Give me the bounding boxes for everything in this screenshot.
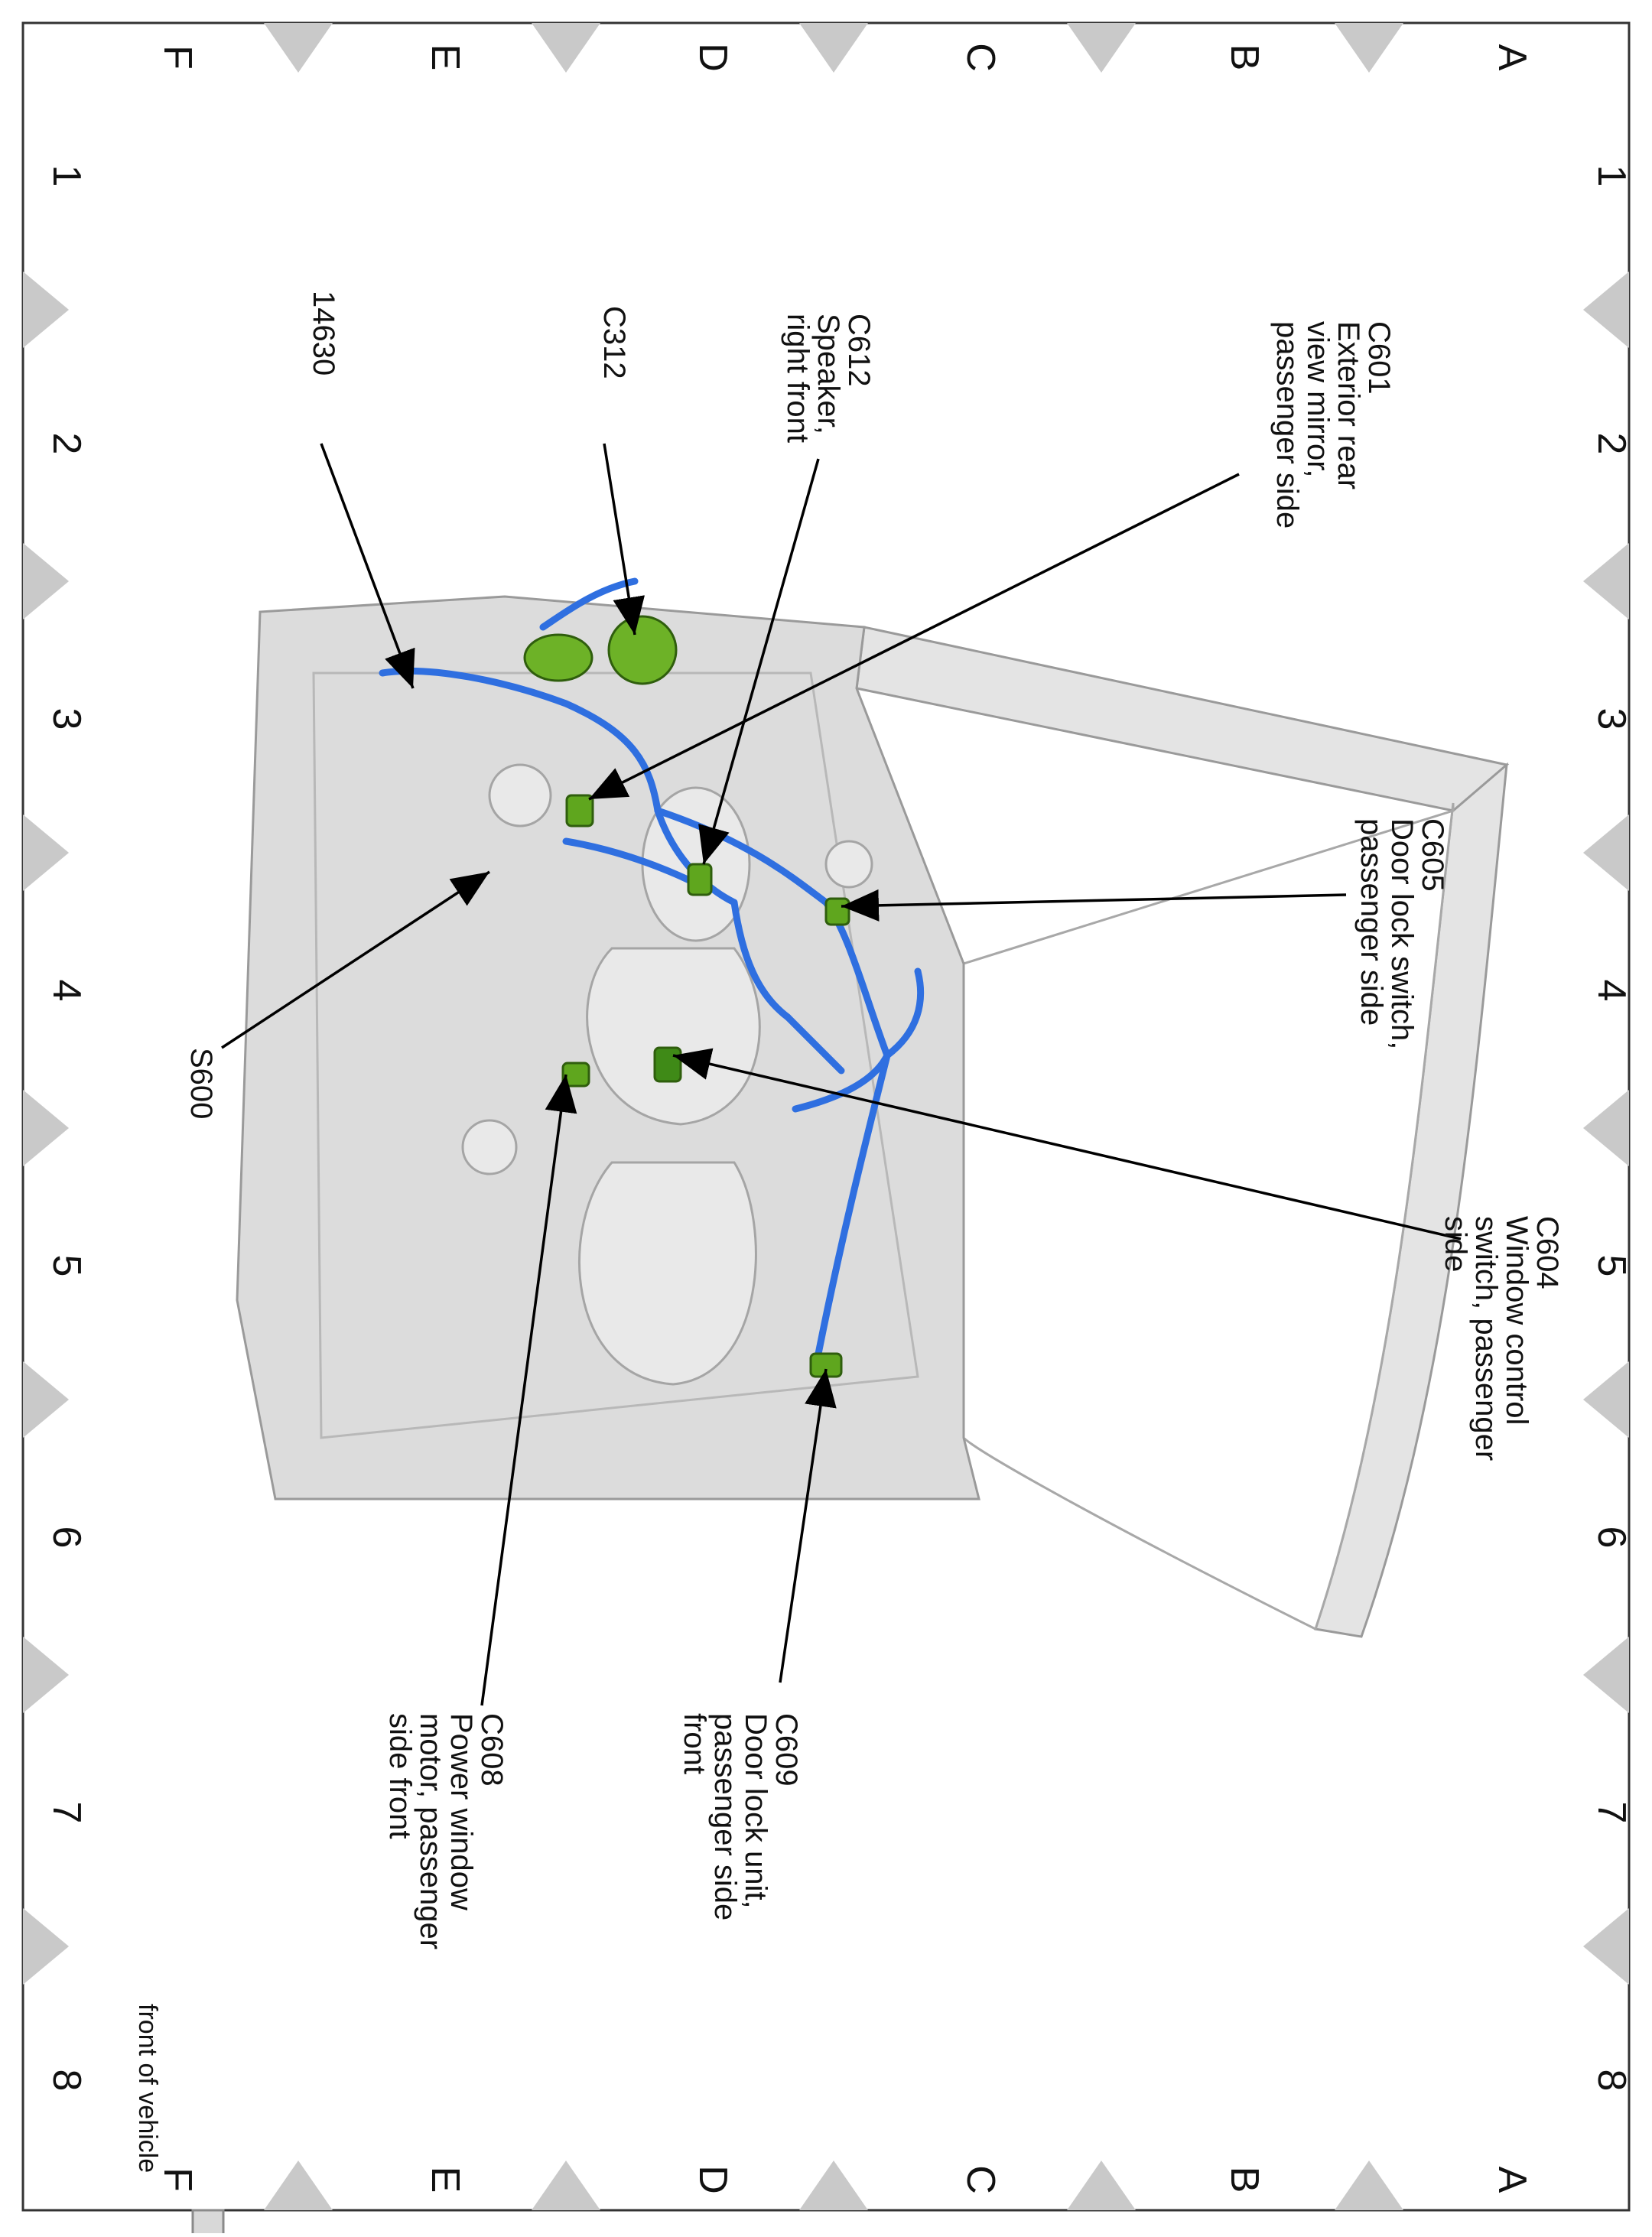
grid-letter-d: D xyxy=(691,43,735,72)
grid-number-6: 6 xyxy=(1589,1527,1634,1549)
callout-c609-line: front xyxy=(678,1713,711,1774)
grid-markers: A A B B C C D D E E F F 1 1 2 2 3 3 4 4 5 5 6 6 7 7 8 8 xyxy=(23,23,1634,2210)
connector-c608 xyxy=(561,1062,590,1088)
grid-number-7: 7 xyxy=(44,1802,89,1824)
grid-marker-triangle xyxy=(264,23,333,73)
grid-marker-triangle xyxy=(1583,1361,1629,1438)
grid-number-1: 1 xyxy=(44,165,89,187)
grid-number-4: 4 xyxy=(1589,980,1634,1002)
grid-marker-triangle xyxy=(799,23,868,73)
grid-letter-f: F xyxy=(155,2167,200,2192)
grid-number-3: 3 xyxy=(1589,708,1634,730)
callout-c604-line: switch, passenger xyxy=(1469,1216,1503,1461)
connector-body xyxy=(523,633,593,682)
grid-marker-triangle xyxy=(1583,814,1629,891)
connector-c605 xyxy=(824,897,850,926)
callout-h14630-line: 14630 xyxy=(307,291,340,376)
grid-number-4: 4 xyxy=(44,980,89,1002)
grid-marker-triangle xyxy=(799,2161,868,2210)
grid-marker-triangle xyxy=(1583,1090,1629,1166)
connector-c604 xyxy=(653,1046,682,1083)
callout-c608-line: motor, passenger xyxy=(414,1713,447,1949)
grid-marker-triangle xyxy=(23,1637,69,1713)
grid-letter-e: E xyxy=(423,44,467,71)
grid-letter-b: B xyxy=(1222,44,1267,71)
grid-letter-e: E xyxy=(423,2167,467,2193)
grid-letter-a: A xyxy=(1490,2167,1534,2193)
grid-letter-c: C xyxy=(958,43,1003,72)
callout-c604-line: Window control xyxy=(1500,1216,1533,1425)
callout-c608-line: side front xyxy=(383,1713,417,1839)
grid-letter-b: B xyxy=(1222,2167,1267,2193)
connector-c312 xyxy=(607,615,678,685)
grid-marker-triangle xyxy=(1335,2161,1403,2210)
callout-c312-line: C312 xyxy=(597,306,631,379)
grid-number-6: 6 xyxy=(44,1527,89,1549)
callout-c612-line: C612 xyxy=(842,314,876,387)
callout-c601-line: C601 xyxy=(1362,321,1396,395)
grid-marker-triangle xyxy=(23,1908,69,1985)
connector-c601 xyxy=(565,794,594,827)
callout-c605-line: passenger side xyxy=(1354,818,1388,1026)
callout-c609-line: Door lock unit, xyxy=(739,1713,772,1909)
grid-marker-triangle xyxy=(23,271,69,348)
grid-number-5: 5 xyxy=(44,1255,89,1277)
grid-marker-triangle xyxy=(1583,1908,1629,1985)
grid-number-8: 8 xyxy=(44,2070,89,2092)
grid-marker-triangle xyxy=(264,2161,333,2210)
front-of-vehicle-arrow xyxy=(191,2209,225,2237)
callout-c604-line: C604 xyxy=(1530,1216,1564,1289)
grid-marker-triangle xyxy=(532,23,600,73)
callout-c601-line: Exterior rear xyxy=(1332,321,1365,489)
grid-marker-triangle xyxy=(23,814,69,891)
grid-marker-triangle xyxy=(1335,23,1403,73)
grid-marker-triangle xyxy=(23,1361,69,1438)
callout-c604-line: side xyxy=(1439,1216,1472,1272)
callout-c605-line: C605 xyxy=(1416,818,1449,892)
grid-marker-triangle xyxy=(23,1090,69,1166)
callout-c605-line: Door lock switch, xyxy=(1385,818,1419,1049)
grid-letter-c: C xyxy=(958,2165,1003,2194)
grid-letter-d: D xyxy=(691,2165,735,2194)
connector-c612 xyxy=(687,863,713,896)
grid-marker-triangle xyxy=(1067,2161,1136,2210)
grid-marker-triangle xyxy=(23,543,69,619)
grid-number-8: 8 xyxy=(1589,2070,1634,2092)
callout-c612-line: Speaker, xyxy=(811,314,845,434)
grid-marker-triangle xyxy=(1583,271,1629,348)
grid-marker-triangle xyxy=(1583,1637,1629,1713)
callout-c601-line: view mirror, xyxy=(1301,321,1335,477)
callout-c609-line: C609 xyxy=(769,1713,803,1787)
grid-number-2: 2 xyxy=(44,433,89,455)
callout-c612-line: right front xyxy=(781,314,815,443)
callout-c609-line: passenger side xyxy=(708,1713,742,1920)
callout-s600-line: S600 xyxy=(184,1048,218,1119)
rotated-layer xyxy=(221,443,1510,1706)
grid-marker-triangle xyxy=(1067,23,1136,73)
grid-number-3: 3 xyxy=(44,708,89,730)
grid-marker-triangle xyxy=(532,2161,600,2210)
callout-c608-line: Power window xyxy=(444,1713,478,1910)
callout-c608-line: C608 xyxy=(475,1713,509,1787)
grid-number-5: 5 xyxy=(1589,1255,1634,1277)
grid-number-2: 2 xyxy=(1589,433,1634,455)
callout-c601-line: passenger side xyxy=(1270,321,1304,528)
grid-number-7: 7 xyxy=(1589,1802,1634,1824)
front-of-vehicle-label: front of vehicle xyxy=(133,2004,162,2173)
grid-letter-a: A xyxy=(1490,44,1534,71)
grid-number-1: 1 xyxy=(1589,165,1634,187)
grid-letter-f: F xyxy=(155,45,200,70)
leader-lines xyxy=(221,443,1462,1706)
grid-marker-triangle xyxy=(1583,543,1629,619)
